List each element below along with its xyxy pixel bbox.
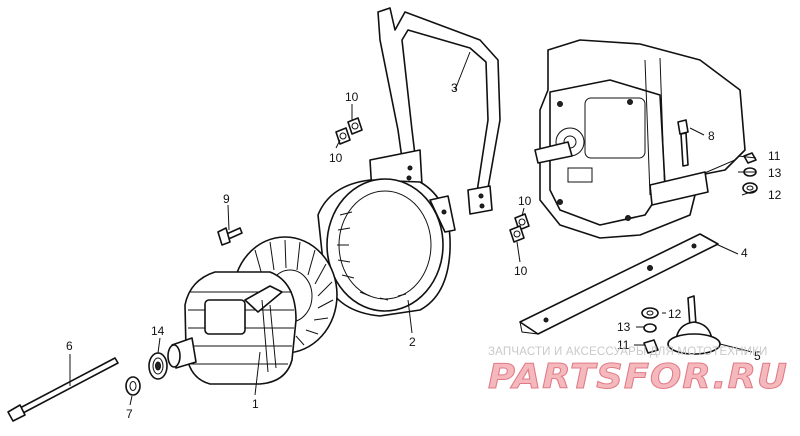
- callout-13-upper: 13: [768, 166, 782, 180]
- generator-stator: [167, 271, 297, 385]
- fastener-stack-lower: [641, 307, 659, 354]
- callout-9: 9: [223, 192, 230, 206]
- watermark: ЗАПЧАСТИ И АКСЕССУАРЫ ДЛЯ МОТОТЕХНИКИ PA…: [488, 346, 788, 398]
- watermark-logo: PARTSFOR.RU: [488, 357, 788, 397]
- callout-11-lower: 11: [617, 338, 630, 352]
- callout-14: 14: [151, 324, 165, 338]
- callout-7: 7: [126, 407, 133, 421]
- bolt-8: [677, 119, 689, 167]
- bolts-10-lower: [509, 213, 530, 243]
- callout-13-lower: 13: [617, 320, 631, 334]
- washer-7: [125, 376, 141, 396]
- mounting-rail: [519, 233, 719, 335]
- engine-block: [534, 39, 746, 239]
- callout-3: 3: [451, 81, 458, 95]
- callout-5: 5: [754, 349, 761, 363]
- leader-lines: [69, 51, 758, 406]
- callout-8: 8: [708, 129, 715, 143]
- fan-cover: [317, 178, 456, 317]
- callout-10-b: 10: [329, 151, 343, 165]
- callout-12-lower: 12: [668, 307, 682, 321]
- callout-10-d: 10: [514, 264, 528, 278]
- bolt-9: [217, 227, 243, 246]
- through-bolt: [7, 357, 119, 422]
- callout-2: 2: [409, 335, 416, 349]
- callout-4: 4: [741, 246, 748, 260]
- callout-1: 1: [252, 397, 259, 411]
- fastener-stack-upper: [742, 152, 758, 194]
- callout-11-upper: 11: [768, 149, 781, 163]
- watermark-caption: ЗАПЧАСТИ И АКСЕССУАРЫ ДЛЯ МОТОТЕХНИКИ: [488, 346, 768, 358]
- callout-6: 6: [66, 339, 73, 353]
- bearing: [148, 352, 168, 380]
- rubber-mount: [667, 295, 721, 355]
- callout-10-a: 10: [345, 90, 359, 104]
- callout-12-upper: 12: [768, 188, 782, 202]
- callout-labels: 1 2 3 4 5 6 7 8 9 10 10 10 10 11 13 12 1…: [66, 81, 782, 421]
- callout-10-c: 10: [518, 194, 532, 208]
